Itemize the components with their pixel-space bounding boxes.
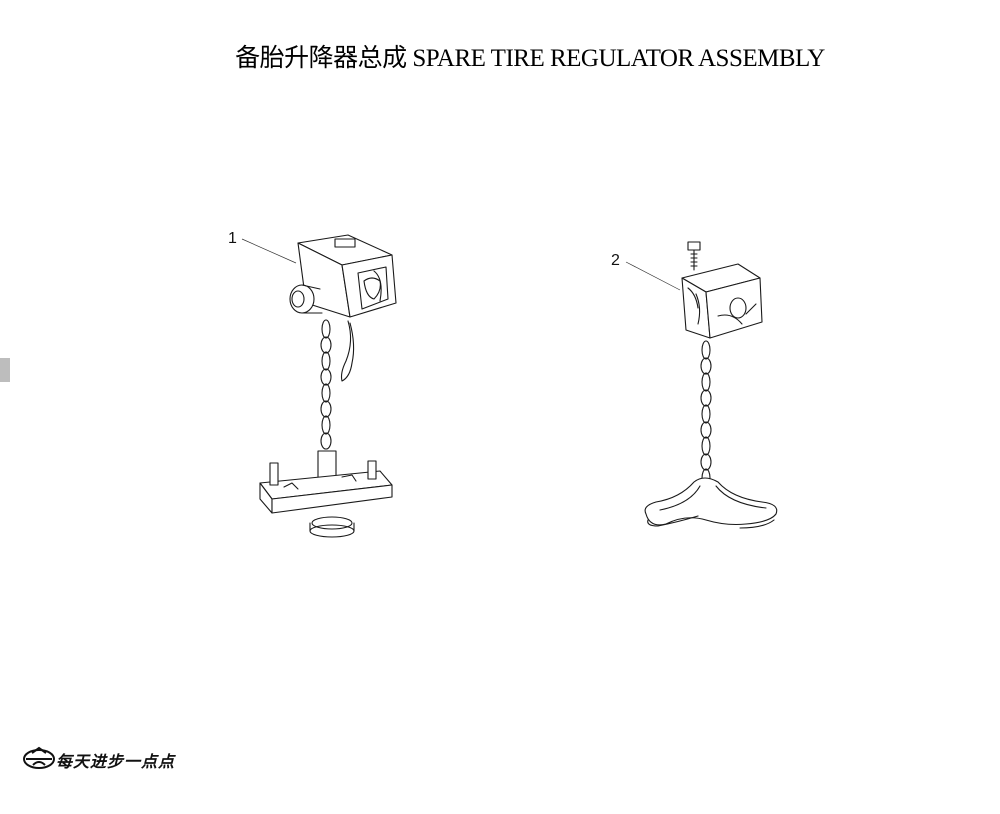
part-1-top-slot <box>334 238 356 248</box>
callout-1-leader <box>241 238 297 264</box>
callout-2-leader <box>625 261 681 291</box>
part-1-drawing <box>241 234 397 538</box>
part-2-saddle-plate <box>644 477 778 526</box>
part-1-chain <box>320 319 332 450</box>
part-2-shaft-boss <box>729 297 747 319</box>
callout-2: 2 <box>611 252 620 269</box>
part-1-chain-loop <box>340 320 355 382</box>
part-1-side-opening <box>357 266 389 310</box>
brand-logo-icon <box>23 746 55 769</box>
part-2-drawing <box>625 241 778 529</box>
part-1-housing-side <box>341 254 397 318</box>
part-1-crossbar-front <box>271 484 393 514</box>
page-edge-tab <box>0 358 10 382</box>
page-title: 备胎升降器总成 SPARE TIRE REGULATOR ASSEMBLY <box>0 38 1000 74</box>
page-title-en: SPARE TIRE REGULATOR ASSEMBLY <box>412 45 825 72</box>
footer-slogan: 每天进步一点点 <box>56 752 176 771</box>
callout-1: 1 <box>228 230 237 247</box>
part-2-chain <box>700 340 712 488</box>
part-1-shaft-boss <box>289 284 315 314</box>
page-title-cn: 备胎升降器总成 <box>235 45 407 72</box>
part-2-bolt <box>687 241 701 271</box>
part-1-spindle-washer <box>311 516 353 530</box>
